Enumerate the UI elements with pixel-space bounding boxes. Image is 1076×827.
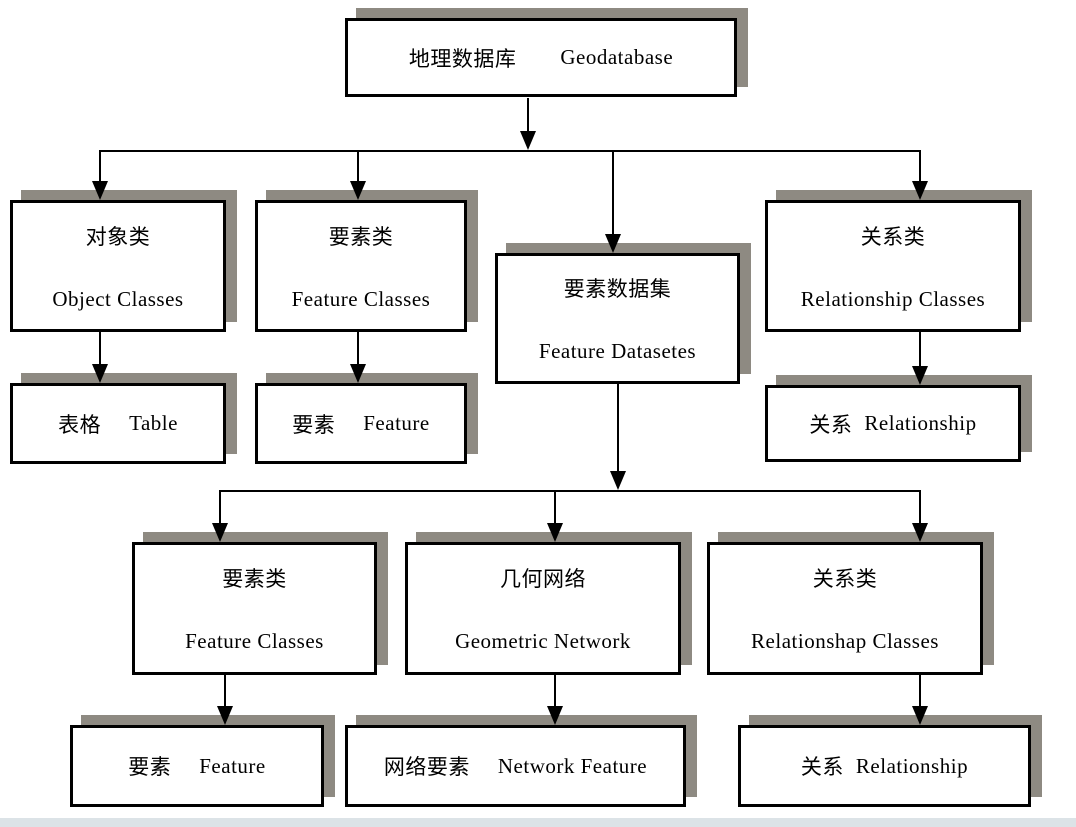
- node-table-zh-label: 表格: [58, 412, 102, 437]
- node-relationship-sub-zh-label: 关系: [800, 755, 844, 779]
- arrowhead-down-icon: [912, 181, 928, 200]
- arrowhead-down-icon: [912, 706, 928, 725]
- node-object-classes: 对象类 Object Classes: [10, 200, 226, 332]
- node-geodatabase-zh-label: 地理数据库: [408, 46, 517, 71]
- node-geodatabase: 地理数据库 Geodatabase: [345, 18, 737, 97]
- connector-drop-feature-classes: [357, 150, 359, 183]
- node-geometric-network-en-label: Geometric Network: [455, 629, 631, 653]
- node-table-en-label: Table: [129, 411, 178, 435]
- connector-geometric-network-network-feature: [554, 675, 556, 707]
- connector-bus-sub: [220, 490, 921, 492]
- connector-drop-geometric-network: [554, 490, 556, 524]
- node-feature-classes-sub-zh-label: 要素类: [222, 567, 287, 591]
- connector-drop-object-classes: [99, 150, 101, 183]
- node-relationship-classes-zh-label: 关系类: [860, 224, 926, 249]
- connector-drop-relationship-classes: [919, 150, 921, 183]
- connector-object-classes-table: [99, 331, 101, 365]
- arrowhead-down-icon: [350, 364, 366, 383]
- connector-drop-feature-classes-sub: [219, 490, 221, 524]
- arrowhead-down-icon: [610, 471, 626, 490]
- arrowhead-down-icon: [547, 706, 563, 725]
- arrowhead-down-icon: [912, 366, 928, 385]
- arrowhead-down-icon: [217, 706, 233, 725]
- node-relationship-sub-en-label: Relationship: [855, 753, 969, 778]
- node-relationship-top-zh-label: 关系: [809, 412, 853, 437]
- node-network-feature: 网络要素 Network Feature: [345, 725, 686, 807]
- arrowhead-down-icon: [912, 523, 928, 542]
- node-feature-classes-top: 要素类 Feature Classes: [255, 200, 467, 332]
- arrowhead-down-icon: [605, 234, 621, 253]
- connector-feature-datasets-stem: [617, 384, 619, 472]
- node-feature-classes-top-en-label: Feature Classes: [291, 286, 431, 311]
- node-relationship-top-en-label: Relationship: [864, 411, 977, 435]
- node-table: 表格 Table: [10, 383, 226, 464]
- connector-drop-relationshap-classes: [919, 490, 921, 524]
- node-network-feature-en-label: Network Feature: [497, 753, 648, 778]
- arrowhead-down-icon: [92, 364, 108, 383]
- node-network-feature-zh-label: 网络要素: [383, 755, 470, 779]
- connector-feature-classes-feature: [357, 331, 359, 365]
- node-relationship-classes-en-label: Relationship Classes: [800, 286, 986, 311]
- node-feature-sub-en-label: Feature: [199, 753, 266, 778]
- node-feature-classes-sub: 要素类 Feature Classes: [132, 542, 377, 675]
- node-relationshap-classes-zh-label: 关系类: [812, 567, 878, 591]
- node-feature-datasets-en-label: Feature Datasetes: [538, 339, 697, 363]
- arrowhead-down-icon: [547, 523, 563, 542]
- arrowhead-down-icon: [350, 181, 366, 200]
- node-geometric-network-zh-label: 几何网络: [500, 567, 586, 591]
- connector-relationshap-classes-relationship: [919, 675, 921, 707]
- node-feature-sub: 要素 Feature: [70, 725, 324, 807]
- connector-relationship-classes-relationship: [919, 331, 921, 367]
- node-geodatabase-en-label: Geodatabase: [560, 45, 674, 69]
- node-feature-sub-zh-label: 要素: [128, 755, 172, 779]
- node-relationshap-classes: 关系类 Relationshap Classes: [707, 542, 983, 675]
- node-object-classes-en-label: Object Classes: [52, 286, 184, 311]
- arrowhead-down-icon: [212, 523, 228, 542]
- node-relationshap-classes-en-label: Relationshap Classes: [751, 629, 939, 653]
- connector-bus-top: [100, 150, 921, 152]
- node-relationship-top: 关系 Relationship: [765, 385, 1021, 462]
- node-feature-top-zh-label: 要素: [292, 412, 336, 437]
- node-feature-datasets: 要素数据集 Feature Datasetes: [495, 253, 740, 384]
- node-object-classes-zh-label: 对象类: [85, 224, 151, 249]
- node-feature-top-en-label: Feature: [363, 411, 430, 435]
- connector-geodatabase-stem: [527, 98, 529, 134]
- connector-drop-feature-datasets: [612, 150, 614, 236]
- page-bottom-divider: [0, 818, 1076, 827]
- node-feature-datasets-zh-label: 要素数据集: [563, 277, 672, 301]
- node-feature-top: 要素 Feature: [255, 383, 467, 464]
- node-feature-classes-sub-en-label: Feature Classes: [185, 629, 324, 653]
- node-feature-classes-top-zh-label: 要素类: [328, 224, 394, 249]
- node-relationship-classes: 关系类 Relationship Classes: [765, 200, 1021, 332]
- node-geometric-network: 几何网络 Geometric Network: [405, 542, 681, 675]
- arrowhead-down-icon: [92, 181, 108, 200]
- connector-feature-classes-sub-feature: [224, 675, 226, 707]
- arrowhead-down-icon: [520, 131, 536, 150]
- node-relationship-sub: 关系 Relationship: [738, 725, 1031, 807]
